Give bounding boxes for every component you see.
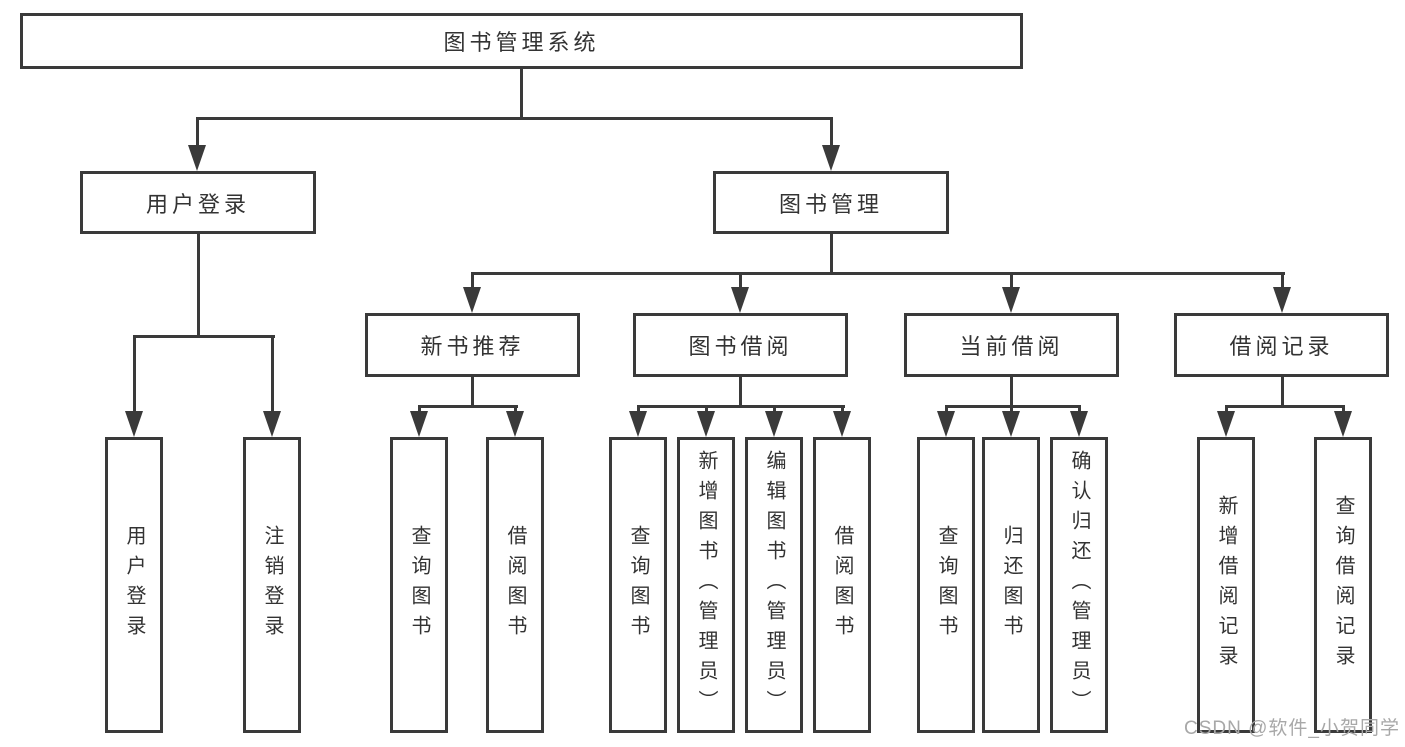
connector-stem [271,335,274,417]
connector-stem [1281,272,1284,292]
connector-user-login-branch [133,335,275,338]
leaf-edit-books-admin: 编辑图书（管理员） [745,437,803,733]
node-library-management-system: 图书管理系统 [20,13,1023,69]
leaf-logout: 注销登录 [243,437,301,733]
arrowhead-down [1070,411,1088,437]
connector-stem [739,377,742,408]
leaf-user-login: 用户登录 [105,437,163,733]
connector-stem [133,335,136,417]
connector-root-stem [520,69,523,119]
node-user-login: 用户登录 [80,171,316,234]
connector-branch [945,405,1081,408]
connector-branch [637,405,845,408]
connector-level3-branch [471,272,1285,275]
arrowhead-down [731,287,749,313]
arrowhead-down [1217,411,1235,437]
leaf-add-books-admin: 新增图书（管理员） [677,437,735,733]
csdn-watermark: CSDN @软件_小贺同学 [1184,718,1400,739]
node-new-book-recommend: 新书推荐 [365,313,580,377]
connector-stem [1281,377,1284,408]
arrowhead-down [125,411,143,437]
arrowhead-down [410,411,428,437]
connector-stem [830,117,833,151]
arrowhead-down [765,411,783,437]
arrowhead-down [937,411,955,437]
arrowhead-down [263,411,281,437]
node-book-management: 图书管理 [713,171,949,234]
arrowhead-down [629,411,647,437]
arrowhead-down [1002,287,1020,313]
arrowhead-down [188,145,206,171]
leaf-query-borrow-record: 查询借阅记录 [1314,437,1372,733]
connector-stem [471,272,474,292]
node-book-borrow: 图书借阅 [633,313,848,377]
arrowhead-down [822,145,840,171]
leaf-borrow-books: 借阅图书 [813,437,871,733]
arrowhead-down [833,411,851,437]
arrowhead-down [1002,411,1020,437]
leaf-return-books: 归还图书 [982,437,1040,733]
connector-stem [196,117,199,151]
leaf-query-books-borrow: 查询图书 [609,437,667,733]
leaf-add-borrow-record: 新增借阅记录 [1197,437,1255,733]
arrowhead-down [1334,411,1352,437]
node-current-borrow: 当前借阅 [904,313,1119,377]
connector-book-management-stem [830,234,833,272]
arrowhead-down [697,411,715,437]
node-borrow-records: 借阅记录 [1174,313,1389,377]
connector-stem [1010,272,1013,292]
connector-stem [1010,377,1013,408]
connector-stem [739,272,742,292]
leaf-query-books-recommend: 查询图书 [390,437,448,733]
leaf-confirm-return-admin: 确认归还（管理员） [1050,437,1108,733]
arrowhead-down [463,287,481,313]
leaf-query-books-current: 查询图书 [917,437,975,733]
connector-stem [471,377,474,408]
leaf-borrow-books-recommend: 借阅图书 [486,437,544,733]
connector-user-login-stem [197,234,200,338]
arrowhead-down [506,411,524,437]
connector-branch [1225,405,1345,408]
connector-branch [418,405,518,408]
arrowhead-down [1273,287,1291,313]
connector-level1-branch [196,117,833,120]
